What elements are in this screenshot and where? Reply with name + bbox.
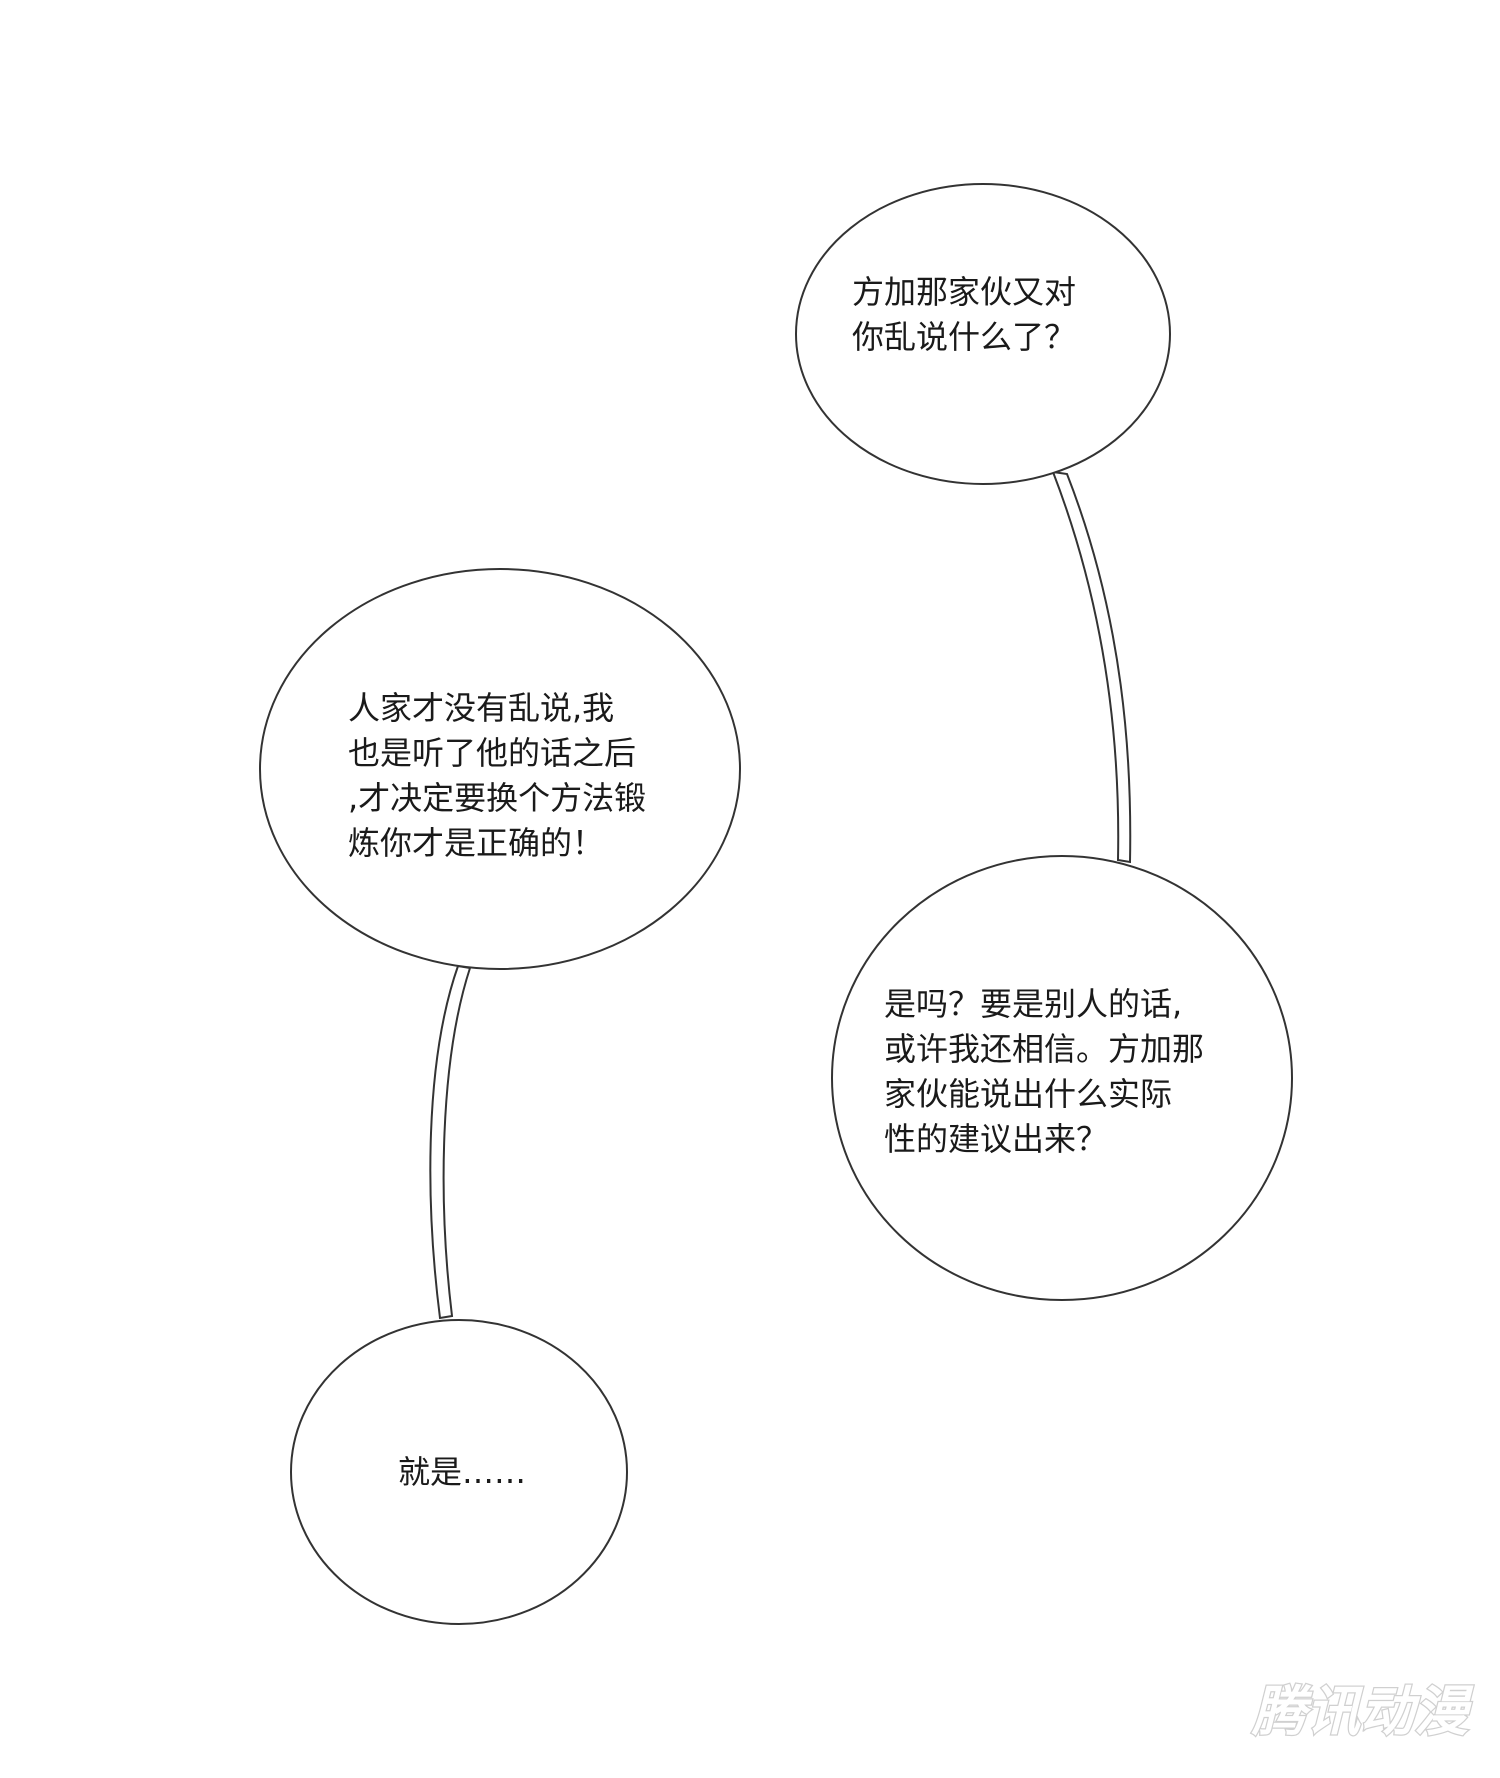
- speech-bubble-4: [290, 1319, 628, 1625]
- bubble-2-line: 也是听了他的话之后: [348, 734, 637, 772]
- bubble-tail-2-4: [429, 964, 472, 1320]
- bubble-1-line: 你乱说什么了？: [852, 318, 1077, 356]
- bubble-2-line: 人家才没有乱说,我: [348, 689, 615, 727]
- bubble-2-line: ,才决定要换个方法锻: [348, 779, 647, 817]
- bubble-3-text: 是吗？要是别人的话, 或许我还相信。方加那 家伙能说出什么实际 性的建议出来？: [884, 982, 1204, 1162]
- watermark-text: 腾讯动漫: [1251, 1680, 1474, 1743]
- bubble-2-line: 炼你才是正确的！: [348, 824, 605, 862]
- bubble-tail-1-3: [1051, 470, 1132, 864]
- bubble-1-line: 方加那家伙又对: [852, 273, 1077, 311]
- speech-bubble-1: [795, 183, 1171, 485]
- bubble-4-text: 就是……: [398, 1450, 526, 1495]
- watermark-logo: 腾讯动漫: [1250, 1679, 1475, 1745]
- bubble-3-line: 或许我还相信。方加那: [884, 1030, 1205, 1068]
- bubble-3-line: 性的建议出来？: [884, 1120, 1109, 1158]
- speech-bubble-3: [831, 855, 1293, 1301]
- bubble-1-text: 方加那家伙又对 你乱说什么了？: [852, 270, 1076, 360]
- bubble-4-line: 就是……: [398, 1453, 527, 1491]
- bubble-3-line: 家伙能说出什么实际: [884, 1075, 1173, 1113]
- bubble-3-line: 是吗？要是别人的话,: [884, 985, 1183, 1023]
- bubble-2-text: 人家才没有乱说,我 也是听了他的话之后 ,才决定要换个方法锻 炼你才是正确的！: [348, 686, 646, 866]
- speech-bubble-2: [259, 568, 741, 970]
